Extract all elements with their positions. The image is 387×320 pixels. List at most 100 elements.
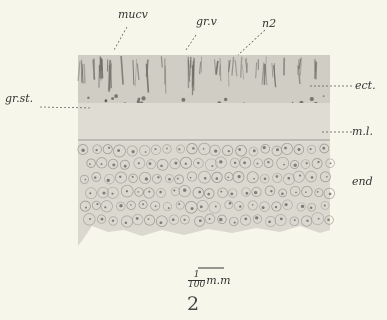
label-mucv: mucv <box>118 9 148 20</box>
endoderm-cell-nucleus <box>145 151 147 153</box>
endoderm-cell-nucleus <box>85 179 87 181</box>
endoderm-cell-nucleus <box>154 148 156 150</box>
endoderm-cell-nucleus <box>203 148 205 150</box>
endoderm-cell-nucleus <box>287 177 290 180</box>
endoderm-cell-nucleus <box>228 150 230 152</box>
endoderm-cell-nucleus <box>95 149 97 151</box>
endoderm-cell-nucleus <box>239 205 241 207</box>
endoderm-cell-nucleus <box>294 164 297 167</box>
granule-dot <box>310 97 314 101</box>
figure-number: 2 <box>187 295 199 314</box>
granule-dot <box>141 96 145 100</box>
endoderm-cell-nucleus <box>311 176 314 179</box>
endoderm-cell-nucleus <box>125 222 127 224</box>
endoderm-cell-nucleus <box>281 193 284 196</box>
endoderm-cell-nucleus <box>192 147 195 150</box>
granule-dot <box>181 98 185 102</box>
endoderm-cell-nucleus <box>322 147 325 150</box>
granule-dot <box>224 98 227 101</box>
endoderm-cell-nucleus <box>108 147 110 149</box>
endoderm-cell-nucleus <box>142 203 144 205</box>
endoderm-cell-nucleus <box>283 164 285 166</box>
endoderm-cell-nucleus <box>268 220 271 223</box>
endoderm-cell-nucleus <box>157 176 159 178</box>
endoderm-cell-nucleus <box>204 177 207 180</box>
endoderm-cell-nucleus <box>184 219 186 221</box>
label-ml: m.l. <box>352 126 373 137</box>
endoderm-cell-nucleus <box>238 175 241 178</box>
endoderm-cell-nucleus <box>85 207 87 209</box>
endoderm-cell-nucleus <box>177 178 179 180</box>
endoderm-cell-nucleus <box>172 218 175 221</box>
endoderm-cell-nucleus <box>132 176 134 178</box>
endoderm-cell-nucleus <box>280 218 283 221</box>
endoderm-cell-nucleus <box>276 175 279 178</box>
endoderm-cell-nucleus <box>155 205 157 207</box>
endoderm-cell-nucleus <box>145 177 148 180</box>
grv-leader <box>186 35 196 50</box>
endoderm-cell-nucleus <box>310 207 313 210</box>
endoderm-cell-nucleus <box>200 205 203 208</box>
scale-label: 1 100 m.m <box>188 270 231 290</box>
endoderm-cell-nucleus <box>276 148 279 151</box>
granule-dot <box>323 95 325 97</box>
endoderm-cell-nucleus <box>219 218 222 221</box>
endoderm-cell-nucleus <box>117 149 120 152</box>
ectoderm-cell-streak <box>316 62 317 79</box>
endoderm-cell-nucleus <box>149 162 152 165</box>
endoderm-cell-nucleus <box>246 192 249 195</box>
endoderm-cell-nucleus <box>132 150 135 153</box>
endoderm-cell-nucleus <box>185 163 187 165</box>
endoderm-cell-nucleus <box>148 191 150 193</box>
endoderm-cell-nucleus <box>112 220 114 222</box>
granule-dot <box>105 100 107 102</box>
endoderm-cell-nucleus <box>119 176 121 178</box>
endoderm-cell-nucleus <box>285 203 288 206</box>
endoderm-cell-nucleus <box>263 146 266 149</box>
endoderm-cell-nucleus <box>101 218 104 221</box>
endoderm-cell-nucleus <box>238 148 241 151</box>
ectoderm-cell-streak <box>84 64 85 83</box>
endoderm-cell-nucleus <box>253 149 256 152</box>
endoderm-cell-nucleus <box>124 165 127 168</box>
endoderm-cell-nucleus <box>252 204 254 206</box>
endoderm-cell-nucleus <box>306 162 308 164</box>
endoderm-cell-nucleus <box>112 163 115 166</box>
endoderm-cell-nucleus <box>275 206 277 208</box>
endoderm-cell-nucleus <box>96 203 98 205</box>
endoderm-cell-nucleus <box>198 191 201 194</box>
endoderm-cell-nucleus <box>160 165 163 168</box>
endoderm-cell-nucleus <box>174 162 177 165</box>
endoderm-cell-nucleus <box>227 177 229 179</box>
endoderm-cell-nucleus <box>215 177 218 180</box>
endoderm-cell-nucleus <box>330 162 332 164</box>
endoderm-cell-nucleus <box>267 161 269 163</box>
endoderm-cell-nucleus <box>262 206 265 209</box>
endoderm-cell-nucleus <box>166 148 168 150</box>
endoderm-cell-nucleus <box>295 192 297 194</box>
endoderm-cell-nucleus <box>107 179 110 182</box>
endoderm-cell-nucleus <box>255 216 258 219</box>
label-grst: gr.st. <box>5 93 33 104</box>
endoderm-cell-nucleus <box>317 161 319 163</box>
endoderm-cell-nucleus <box>178 148 180 150</box>
label-ect: ect. <box>355 80 376 91</box>
endoderm-cell-nucleus <box>138 162 140 164</box>
granule-dot <box>111 97 114 100</box>
endoderm-cell-nucleus <box>256 163 258 165</box>
endoderm-cell-nucleus <box>220 191 222 193</box>
endoderm-cell-nucleus <box>243 161 246 164</box>
endoderm-cell-nucleus <box>254 191 257 194</box>
granule-dot <box>87 97 89 99</box>
endoderm-cell-nucleus <box>160 221 163 224</box>
scale-denominator: 100 <box>188 281 205 290</box>
endoderm-cell-nucleus <box>234 162 236 164</box>
endoderm-cell-nucleus <box>306 220 308 222</box>
endoderm-cell-nucleus <box>81 149 84 152</box>
endoderm-cell-nucleus <box>173 189 175 191</box>
endoderm-cell-nucleus <box>214 150 217 153</box>
endoderm-cell-nucleus <box>211 165 213 167</box>
endoderm-cell-nucleus <box>191 207 194 210</box>
scale-fraction: 1 100 <box>188 271 205 290</box>
endoderm-cell-nucleus <box>270 190 272 192</box>
